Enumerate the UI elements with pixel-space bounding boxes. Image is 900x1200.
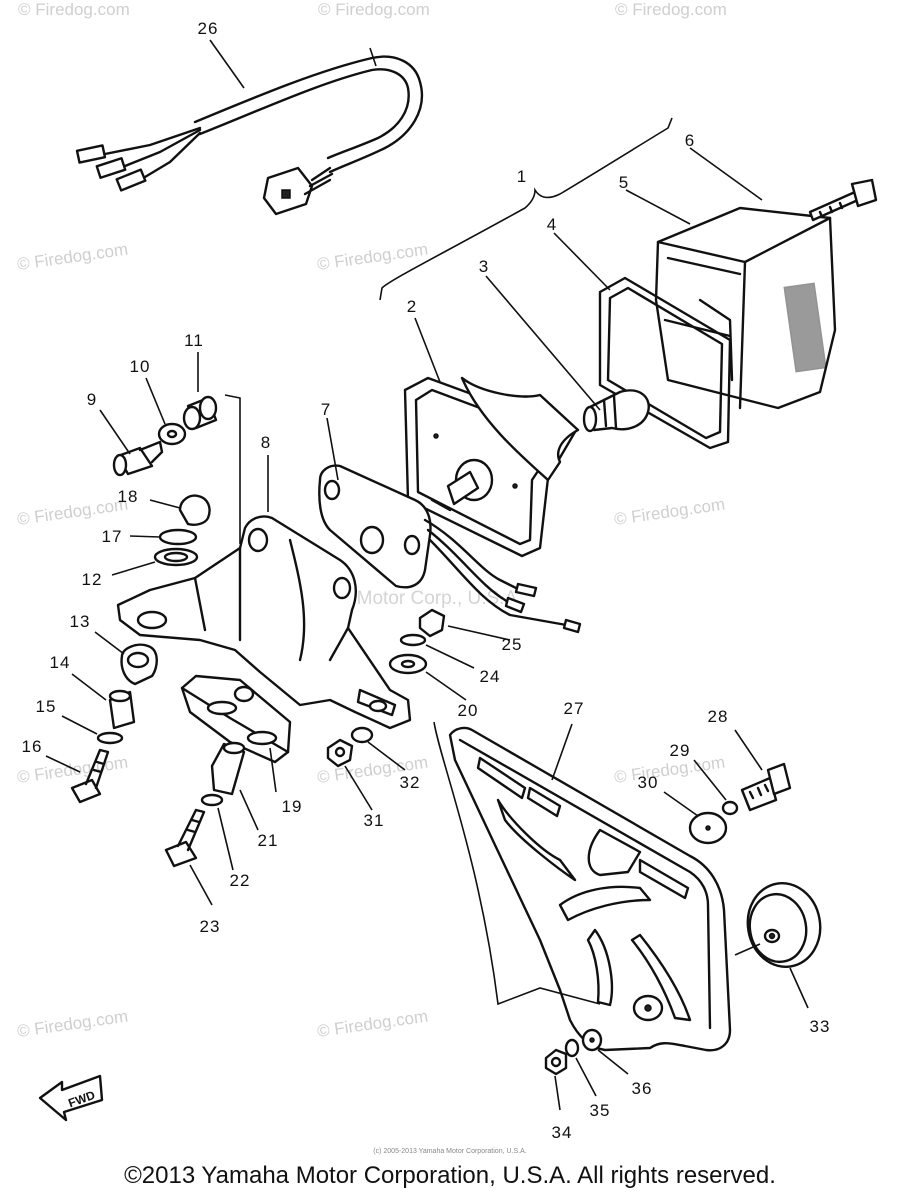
callout-22: 22 — [230, 871, 251, 890]
watermark-text: © Firedog.com — [16, 495, 129, 529]
copyright-footer: ©2013 Yamaha Motor Corporation, U.S.A. A… — [124, 1162, 776, 1189]
watermark-text: © Firedog.com — [615, 0, 727, 19]
callout-15: 15 — [36, 697, 57, 716]
callout-24: 24 — [480, 667, 501, 686]
callout-2: 2 — [407, 297, 417, 316]
callout-26: 26 — [198, 19, 219, 38]
leader-lines — [45, 39, 809, 1111]
callout-17: 17 — [102, 527, 123, 546]
assembly-bracket — [379, 117, 673, 301]
callout-7: 7 — [321, 400, 331, 419]
callout-32: 32 — [400, 773, 421, 792]
watermark-text: © Firedog.com — [316, 1007, 429, 1041]
rubber-mount — [180, 674, 292, 764]
callout-23: 23 — [200, 917, 221, 936]
plate-bracket — [448, 726, 732, 1052]
callout-5: 5 — [619, 173, 629, 192]
callout-1: 1 — [517, 167, 527, 186]
callout-8: 8 — [261, 433, 271, 452]
callout-14: 14 — [50, 653, 71, 672]
callout-numbers: 1 2 3 4 5 6 7 8 9 10 11 12 13 14 15 16 1… — [22, 19, 831, 1142]
callout-10: 10 — [130, 357, 151, 376]
lens-gasket — [598, 276, 732, 450]
callout-33: 33 — [810, 1017, 831, 1036]
callout-11: 11 — [184, 331, 204, 350]
callout-13: 13 — [70, 612, 91, 631]
reflector-nut-set — [544, 1028, 603, 1076]
lens-housing — [654, 206, 837, 410]
watermark-text: © Firedog.com — [18, 0, 130, 19]
fwd-arrow-icon: FWD — [38, 1074, 104, 1122]
watermark-text: © Firedog.com — [16, 240, 129, 274]
callout-28: 28 — [708, 707, 729, 726]
callout-4: 4 — [547, 215, 557, 234]
watermark-text: © Firedog.com — [318, 0, 430, 19]
callout-30: 30 — [638, 773, 659, 792]
watermark-text: © Firedog.com — [613, 495, 726, 529]
small-copyright: (c) 2005-2013 Yamaha Motor Corporation, … — [373, 1148, 526, 1155]
callout-31: 31 — [364, 811, 385, 830]
callout-16: 16 — [22, 737, 43, 756]
callout-3: 3 — [479, 257, 489, 276]
bulb — [582, 389, 650, 433]
callout-19: 19 — [282, 797, 303, 816]
reflector — [746, 881, 822, 969]
callout-9: 9 — [87, 390, 97, 409]
lamp-base — [403, 376, 580, 558]
callout-29: 29 — [670, 741, 691, 760]
callout-12: 12 — [82, 570, 103, 589]
callout-34: 34 — [552, 1123, 573, 1142]
left-hardware — [70, 395, 446, 868]
callout-27: 27 — [564, 699, 585, 718]
callout-25: 25 — [502, 635, 523, 654]
wire-harness — [75, 47, 424, 216]
callout-35: 35 — [590, 1101, 611, 1120]
callout-20: 20 — [458, 701, 479, 720]
main-bracket — [116, 515, 412, 730]
watermark-text: © Firedog.com — [16, 1007, 129, 1041]
cover-plate — [318, 464, 582, 634]
reflector-hardware — [688, 762, 792, 845]
watermark-text: © Firedog.com — [16, 753, 129, 787]
callout-6: 6 — [685, 131, 695, 150]
callout-18: 18 — [118, 487, 139, 506]
callout-21: 21 — [258, 831, 279, 850]
screw — [808, 178, 878, 222]
callout-36: 36 — [632, 1079, 653, 1098]
